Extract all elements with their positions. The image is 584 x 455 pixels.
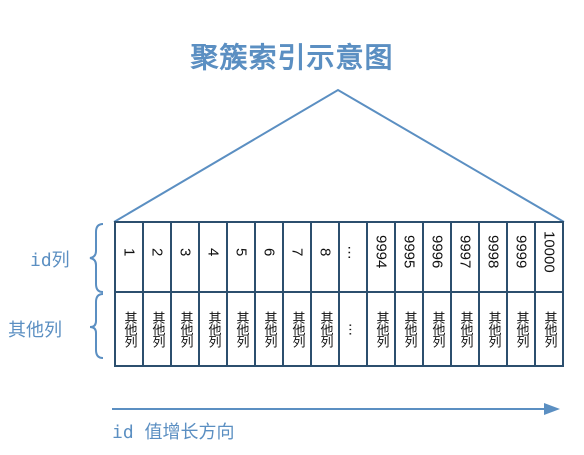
other-row-label: 其他列 (8, 320, 62, 341)
index-tree-triangle (113, 88, 565, 223)
other-column-value: 其他列 (401, 311, 417, 347)
other-column-value: 其他列 (149, 311, 165, 347)
id-cell: 9998 (480, 223, 508, 293)
id-cell: … (340, 223, 368, 293)
id-value: 9998 (484, 235, 502, 269)
other-column-value: 其他列 (233, 311, 249, 347)
other-column-cell: 其他列 (480, 293, 508, 367)
other-column-value: 其他列 (205, 311, 221, 347)
id-value: 4 (204, 247, 222, 257)
id-cell: 9995 (396, 223, 424, 293)
other-column-cell: 其他列 (172, 293, 200, 367)
other-column-cell: 其他列 (396, 293, 424, 367)
other-column-cell: … (340, 293, 368, 367)
other-column-cell: 其他列 (256, 293, 284, 367)
id-cell: 1 (116, 223, 144, 293)
id-row-label: id列 (30, 250, 70, 271)
other-column-value: 其他列 (513, 311, 529, 347)
id-cell: 3 (172, 223, 200, 293)
other-column-value: 其他列 (429, 311, 445, 347)
id-value: 2 (148, 247, 166, 257)
other-column-value: … (345, 323, 361, 335)
direction-arrow-head (544, 403, 560, 415)
id-value: 10000 (540, 231, 558, 273)
other-column-value: 其他列 (121, 311, 137, 347)
growth-direction-label: id 值增长方向 (112, 422, 235, 443)
other-column-cell: 其他列 (116, 293, 144, 367)
id-value: 5 (232, 247, 250, 257)
id-row-brace (89, 223, 104, 293)
id-cell: 5 (228, 223, 256, 293)
id-cell: 9994 (368, 223, 396, 293)
other-column-value: 其他列 (317, 311, 333, 347)
other-column-value: 其他列 (485, 311, 501, 347)
id-value: 6 (260, 247, 278, 257)
other-column-cell: 其他列 (424, 293, 452, 367)
id-value: 7 (288, 247, 306, 257)
other-column-value: 其他列 (177, 311, 193, 347)
diagram-title: 聚簇索引示意图 (190, 41, 394, 74)
other-column-value: 其他列 (541, 311, 557, 347)
other-row-brace (89, 293, 104, 359)
id-cell: 10000 (536, 223, 564, 293)
id-value: 9995 (400, 235, 418, 269)
other-column-cell: 其他列 (200, 293, 228, 367)
id-value: 9997 (456, 235, 474, 269)
id-value: 8 (316, 247, 334, 257)
other-column-value: 其他列 (457, 311, 473, 347)
id-value: 9996 (428, 235, 446, 269)
other-column-value: 其他列 (261, 311, 277, 347)
other-column-cell: 其他列 (144, 293, 172, 367)
other-column-cell: 其他列 (508, 293, 536, 367)
id-cell: 9996 (424, 223, 452, 293)
id-cell: 7 (284, 223, 312, 293)
other-column-value: 其他列 (289, 311, 305, 347)
other-column-cell: 其他列 (452, 293, 480, 367)
id-value: 9994 (372, 235, 390, 269)
id-cell: 9997 (452, 223, 480, 293)
id-cell: 9999 (508, 223, 536, 293)
other-column-cell: 其他列 (228, 293, 256, 367)
id-value: 9999 (512, 235, 530, 269)
other-column-cell: 其他列 (312, 293, 340, 367)
other-column-cell: 其他列 (536, 293, 564, 367)
id-value: 1 (120, 247, 138, 257)
id-cell: 8 (312, 223, 340, 293)
other-column-cell: 其他列 (284, 293, 312, 367)
id-value: … (344, 244, 362, 260)
other-column-cell: 其他列 (368, 293, 396, 367)
id-cell: 2 (144, 223, 172, 293)
id-cell: 4 (200, 223, 228, 293)
id-value: 3 (176, 247, 194, 257)
id-cell: 6 (256, 223, 284, 293)
other-column-value: 其他列 (373, 311, 389, 347)
